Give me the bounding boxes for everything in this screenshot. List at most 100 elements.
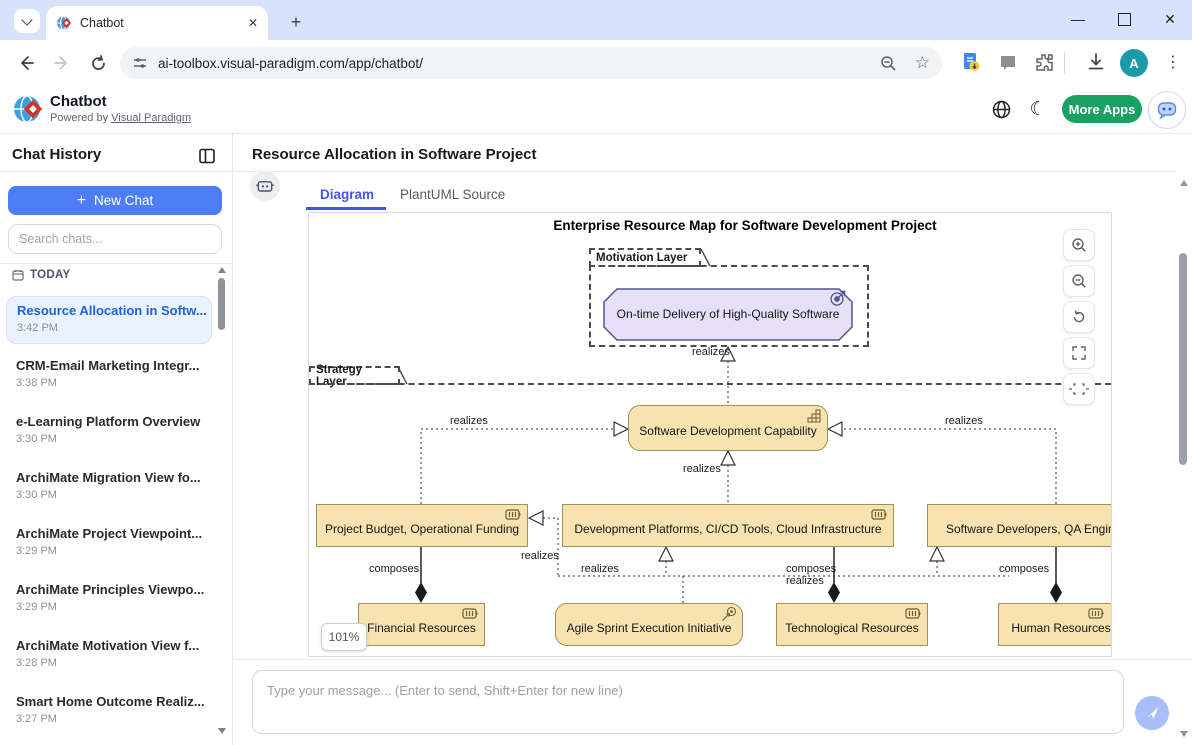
chat-list-item[interactable]: Resource Allocation in Softw... 3:42 PM [6, 296, 212, 344]
message-input[interactable] [252, 670, 1124, 734]
window-maximize-button[interactable] [1104, 0, 1144, 38]
divider [0, 263, 232, 264]
toolbar-divider [1064, 52, 1065, 74]
course-of-action-icon [722, 606, 737, 621]
app-header [0, 85, 1192, 134]
diagram-fit-button[interactable] [1063, 373, 1095, 405]
paper-plane-icon [1146, 707, 1159, 719]
sidebar-scroll-up-arrow[interactable] [218, 267, 226, 273]
tab-diagram[interactable]: Diagram [320, 187, 375, 202]
browser-tab[interactable]: Chatbot ✕ [46, 6, 268, 40]
resource-node-technological: Technological Resources [776, 603, 928, 646]
dark-mode-moon-icon[interactable]: ☾ [1029, 98, 1047, 120]
sidebar-scrollbar-thumb[interactable] [218, 278, 225, 330]
chat-list-item[interactable]: ArchiMate Motivation View f... 3:28 PM [16, 638, 200, 669]
browser-profile-avatar[interactable]: A [1120, 49, 1148, 77]
site-controls-icon[interactable] [132, 55, 148, 71]
edge-label-realizes: realizes [683, 463, 721, 475]
diagram-zoom-in-button[interactable] [1063, 229, 1095, 261]
diagram-fullscreen-button[interactable] [1063, 337, 1095, 369]
zoom-level-badge: 101% [321, 623, 367, 651]
composer-divider [233, 659, 1192, 660]
resource-icon [1088, 608, 1104, 619]
chatbot-bubble-icon[interactable] [1148, 91, 1186, 129]
chat-list-item[interactable]: ArchiMate Migration View fo... 3:30 PM [16, 470, 201, 501]
robot-icon [256, 181, 274, 192]
visual-paradigm-logo [11, 91, 47, 132]
tab-search-chevron-button[interactable] [14, 9, 40, 33]
app-title: Chatbot [50, 93, 107, 110]
edge-label-realizes: realizes [581, 563, 619, 575]
diagram-zoom-out-button[interactable] [1063, 265, 1095, 297]
diagram-title: Enterprise Resource Map for Software Dev… [553, 218, 937, 233]
edge-label-realizes: realizes [786, 575, 824, 587]
powered-by: Powered by Visual Paradigm [50, 112, 192, 124]
diagram-reset-button[interactable] [1063, 301, 1095, 333]
capability-icon [807, 409, 821, 423]
chat-list-item[interactable]: ArchiMate Principles Viewpo... 3:29 PM [16, 582, 205, 613]
resource-icon [871, 509, 887, 520]
tab-close-button[interactable]: ✕ [247, 16, 258, 30]
divider [233, 171, 1176, 172]
edge-label-composes: composes [999, 563, 1050, 575]
resource-node-financial: Financial Resources [358, 603, 485, 646]
chat-list-item[interactable]: CRM-Email Marketing Integr... 3:38 PM [16, 358, 200, 389]
tab-plantuml-source[interactable]: PlantUML Source [400, 187, 506, 202]
window-close-button[interactable]: ✕ [1164, 10, 1176, 27]
back-button[interactable] [12, 49, 40, 77]
calendar-icon [12, 270, 24, 281]
edge-label-composes: composes [786, 563, 837, 575]
browser-menu-icon[interactable]: ⋮ [1165, 54, 1181, 71]
main-scroll-down-arrow[interactable] [1180, 731, 1188, 737]
zoom-indicator-icon[interactable] [880, 55, 897, 72]
main-scroll-up-arrow[interactable] [1180, 180, 1188, 186]
resource-icon [462, 608, 478, 619]
resource-node-people: Software Developers, QA Engineers [927, 504, 1111, 547]
capability-node: Software Development Capability [628, 405, 828, 451]
new-tab-button[interactable]: + [290, 11, 302, 32]
active-tab-underline [306, 207, 386, 210]
page-title: Resource Allocation in Software Project [252, 146, 537, 163]
downloads-icon[interactable] [1086, 52, 1106, 77]
language-globe-icon[interactable] [991, 99, 1011, 119]
resource-icon [505, 509, 521, 520]
diagram-canvas[interactable]: Enterprise Resource Map for Software Dev… [308, 212, 1112, 657]
chat-list-item[interactable]: e-Learning Platform Overview 3:30 PM [16, 414, 201, 445]
today-section-header: TODAY [12, 269, 71, 281]
edge-label-realizes: realizes [692, 346, 730, 358]
resource-node-human: Human Resources [998, 603, 1111, 646]
bookmark-star-icon[interactable]: ☆ [914, 53, 930, 72]
search-chats-input[interactable] [8, 224, 222, 254]
main-scrollbar-thumb[interactable] [1179, 253, 1187, 465]
send-button[interactable] [1135, 696, 1169, 730]
sidebar-scroll-down-arrow[interactable] [218, 728, 226, 734]
extensions-puzzle-icon[interactable] [1034, 52, 1055, 78]
resource-node-platforms: Development Platforms, CI/CD Tools, Clou… [562, 504, 894, 547]
sidebar-collapse-icon[interactable] [196, 145, 218, 167]
chat-extension-icon[interactable] [998, 53, 1018, 78]
chat-list-item[interactable]: ArchiMate Project Viewpoint... 3:29 PM [16, 526, 203, 557]
docs-extension-icon[interactable] [960, 51, 982, 78]
forward-button[interactable] [48, 49, 76, 77]
goal-icon [830, 290, 846, 306]
new-chat-button[interactable]: + New Chat [8, 186, 222, 215]
reload-button[interactable] [84, 49, 112, 77]
chat-list-item[interactable]: Smart Home Outcome Realiz... 3:27 PM [16, 694, 205, 725]
plus-icon: + [76, 191, 87, 209]
visual-paradigm-link[interactable]: Visual Paradigm [111, 112, 192, 124]
window-minimize-button[interactable]: — [1071, 11, 1085, 27]
assistant-avatar [250, 171, 280, 201]
goal-node-label: On-time Delivery of High-Quality Softwar… [616, 307, 840, 321]
chat-history-title: Chat History [12, 146, 102, 163]
tab-title: Chatbot [80, 16, 124, 30]
sidebar-main-divider [232, 133, 233, 745]
course-of-action-node: Agile Sprint Execution Initiative [555, 603, 743, 646]
motivation-layer-group-label: Motivation Layer [589, 248, 701, 267]
url-bar[interactable]: ai-toolbox.visual-paradigm.com/app/chatb… [120, 47, 942, 79]
resource-node-budget: Project Budget, Operational Funding [316, 504, 528, 547]
edge-label-realizes: realizes [945, 415, 983, 427]
url-text[interactable]: ai-toolbox.visual-paradigm.com/app/chatb… [158, 55, 423, 71]
motivation-layer-group-box [589, 265, 869, 347]
more-apps-button[interactable]: More Apps [1062, 95, 1142, 123]
